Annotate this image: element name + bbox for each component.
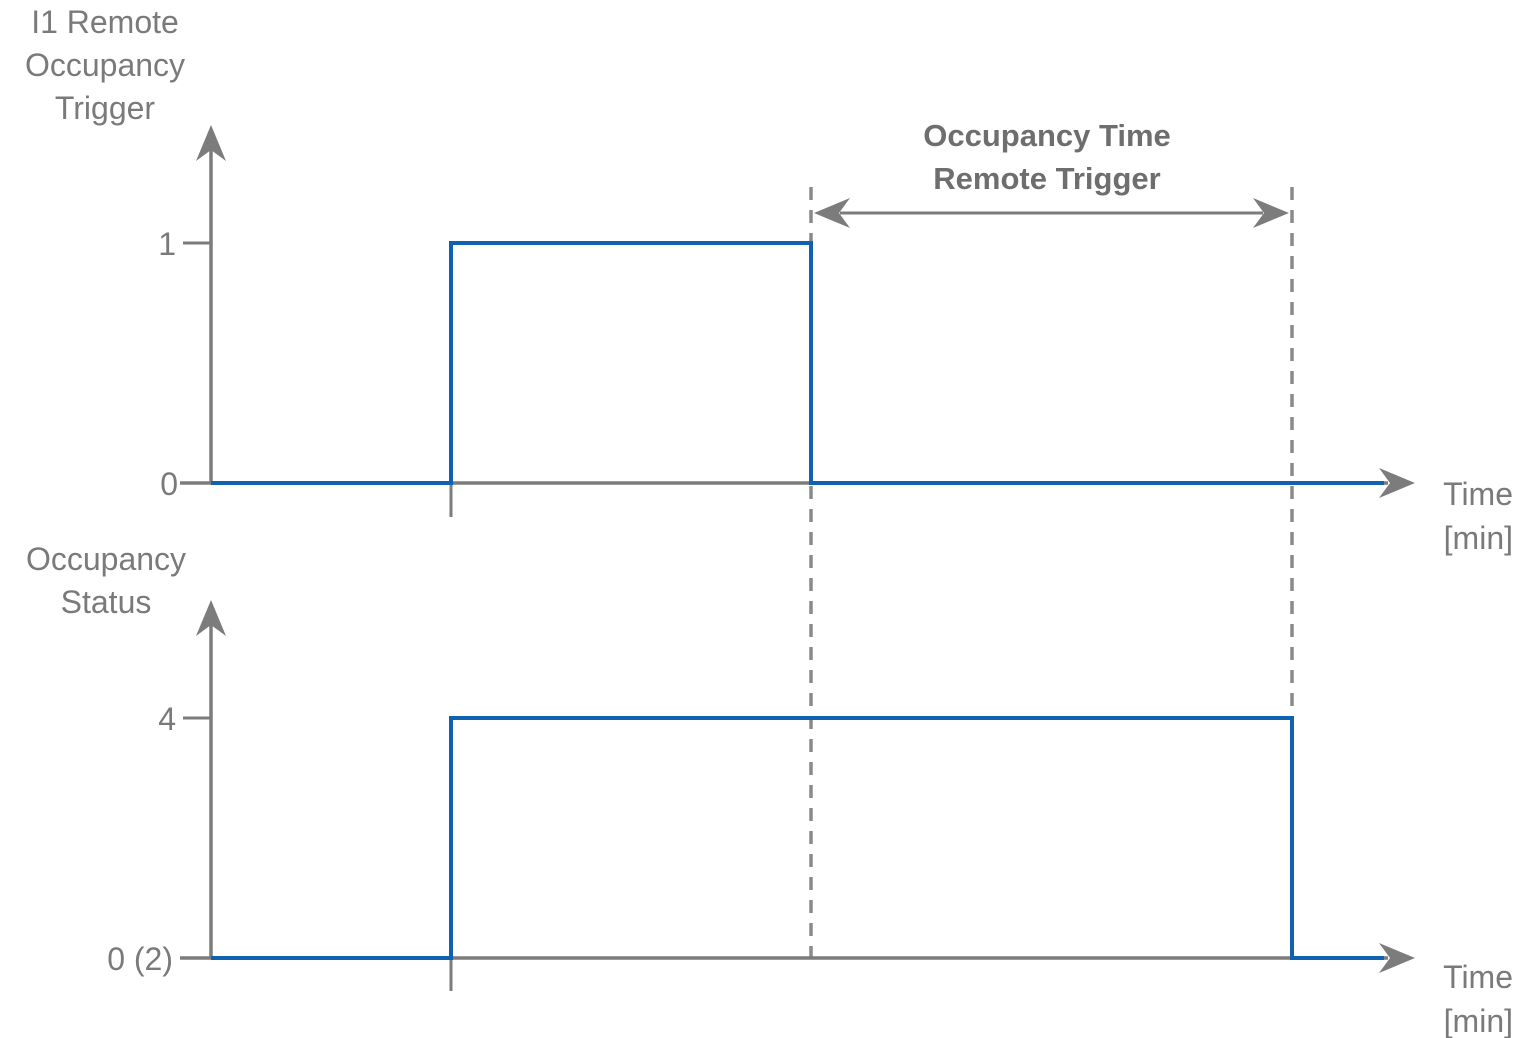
top-chart-title-line-2: Occupancy xyxy=(25,47,185,83)
bottom-x-axis-arrowhead xyxy=(1379,943,1415,973)
occupancy-time-span-right-arrowhead xyxy=(1253,198,1289,228)
top-ytick-high-label: 1 xyxy=(158,226,176,262)
top-xaxis-label-line-2: [min] xyxy=(1444,520,1513,556)
top-chart: 1 0 I1 Remote Occupancy Trigger Time [mi… xyxy=(25,4,1513,556)
trigger-signal-waveform xyxy=(211,241,1384,485)
bottom-chart: 4 0 (2) Occupancy Status Time [min] xyxy=(26,541,1513,1038)
bottom-chart-title-line-2: Status xyxy=(61,584,152,620)
occupancy-time-span-left-arrowhead xyxy=(814,198,850,228)
bottom-xaxis-label-line-2: [min] xyxy=(1444,1003,1513,1038)
bottom-xaxis-label-line-1: Time xyxy=(1443,959,1513,995)
top-xaxis-label-line-1: Time xyxy=(1443,476,1513,512)
top-chart-title-line-1: I1 Remote xyxy=(31,4,179,40)
bottom-ytick-high-label: 4 xyxy=(158,701,176,737)
top-y-axis-arrowhead xyxy=(196,125,226,161)
bottom-y-axis-arrowhead xyxy=(196,600,226,636)
annotation-label-line-2: Remote Trigger xyxy=(933,161,1160,196)
top-x-axis-arrowhead xyxy=(1379,468,1415,498)
top-ytick-low-label: 0 xyxy=(160,466,178,502)
annotation-label-line-1: Occupancy Time xyxy=(923,118,1171,153)
bottom-chart-title-line-1: Occupancy xyxy=(26,541,186,577)
bottom-ytick-low-label: 0 (2) xyxy=(107,941,173,977)
status-signal-waveform xyxy=(211,716,1384,960)
top-chart-title-line-3: Trigger xyxy=(55,90,156,126)
occupancy-time-annotation: Occupancy Time Remote Trigger xyxy=(814,118,1289,228)
